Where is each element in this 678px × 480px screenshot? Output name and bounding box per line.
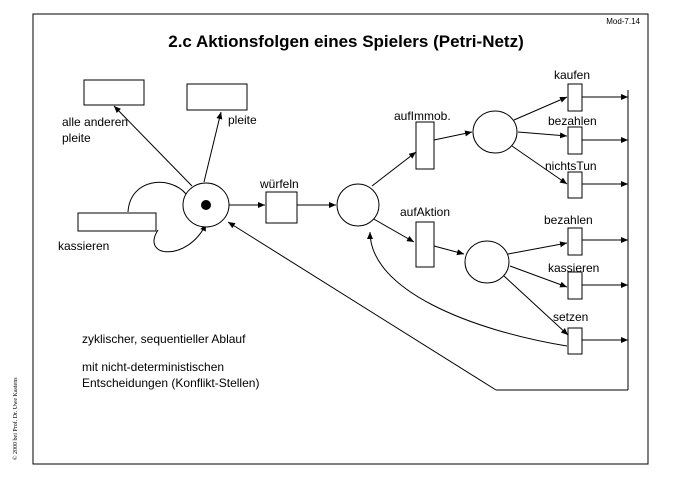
label-alle-anderen-2: pleite <box>62 131 91 145</box>
edge-center-to-pleite <box>203 111 223 183</box>
place-after-wuerfeln <box>336 183 380 227</box>
transition-pleite <box>186 83 248 111</box>
edge-place-to-aufaktion <box>371 217 415 243</box>
note-line-2: mit nicht-deterministischen <box>82 360 224 374</box>
label-aufimmob: aufImmob. <box>394 109 451 123</box>
transition-bezahlen-bottom <box>567 227 583 256</box>
slide-id: Mod-7.14 <box>606 17 640 26</box>
place-immob <box>472 110 518 154</box>
edge-kassieren-to-center <box>153 223 207 253</box>
transition-kaufen <box>567 83 583 112</box>
label-setzen: setzen <box>553 310 588 324</box>
edge-to-kaufen <box>513 96 568 121</box>
edge-aufaktion-to-place <box>433 245 465 256</box>
transition-setzen <box>567 327 583 355</box>
copyright-note: © 2000 bei Prof. Dr. Uwe Kastens <box>12 377 19 460</box>
edge-to-nichtstun <box>511 145 568 185</box>
transition-kassieren-right <box>567 271 583 300</box>
label-aufaktion: aufAktion <box>400 205 450 219</box>
label-kaufen: kaufen <box>554 68 590 82</box>
transition-aufaktion <box>415 221 435 268</box>
edge-place-to-aufimmob <box>371 151 417 187</box>
edge-center-to-kassieren <box>127 181 187 213</box>
transition-nichtstun <box>567 171 583 199</box>
note-line-1: zyklischer, sequentieller Ablauf <box>82 332 246 346</box>
label-bezahlen-bottom: bezahlen <box>544 213 593 227</box>
label-kassieren-right: kassieren <box>548 261 599 275</box>
transition-alle-anderen-pleite <box>83 79 145 106</box>
label-bezahlen-top: bezahlen <box>548 114 597 128</box>
edge-to-setzen <box>503 275 569 336</box>
transition-bezahlen-top <box>567 126 583 155</box>
label-nichtstun: nichtsTun <box>545 159 597 173</box>
edge-setzen-back <box>367 231 568 347</box>
edge-to-bezahlen-bottom <box>507 241 568 255</box>
transition-wuerfeln <box>265 191 298 224</box>
edge-to-kassieren-right <box>509 265 568 288</box>
label-pleite: pleite <box>228 113 257 127</box>
label-wuerfeln: würfeln <box>259 177 299 191</box>
return-to-center <box>227 221 497 391</box>
label-kassieren-left: kassieren <box>58 239 109 253</box>
transition-aufimmob <box>415 121 435 170</box>
place-aktion <box>464 240 510 284</box>
edge-aufimmob-to-place <box>433 130 473 141</box>
note-line-3: Entscheidungen (Konflikt-Stellen) <box>82 376 259 390</box>
edge-center-to-alle-anderen <box>113 105 193 187</box>
slide-frame <box>32 13 649 465</box>
edge-to-bezahlen-top <box>517 131 568 139</box>
label-alle-anderen-1: alle anderen <box>62 115 128 129</box>
transition-kassieren-left <box>77 212 157 232</box>
token-icon <box>201 200 211 210</box>
page-title: 2.c Aktionsfolgen eines Spielers (Petri-… <box>168 32 524 51</box>
